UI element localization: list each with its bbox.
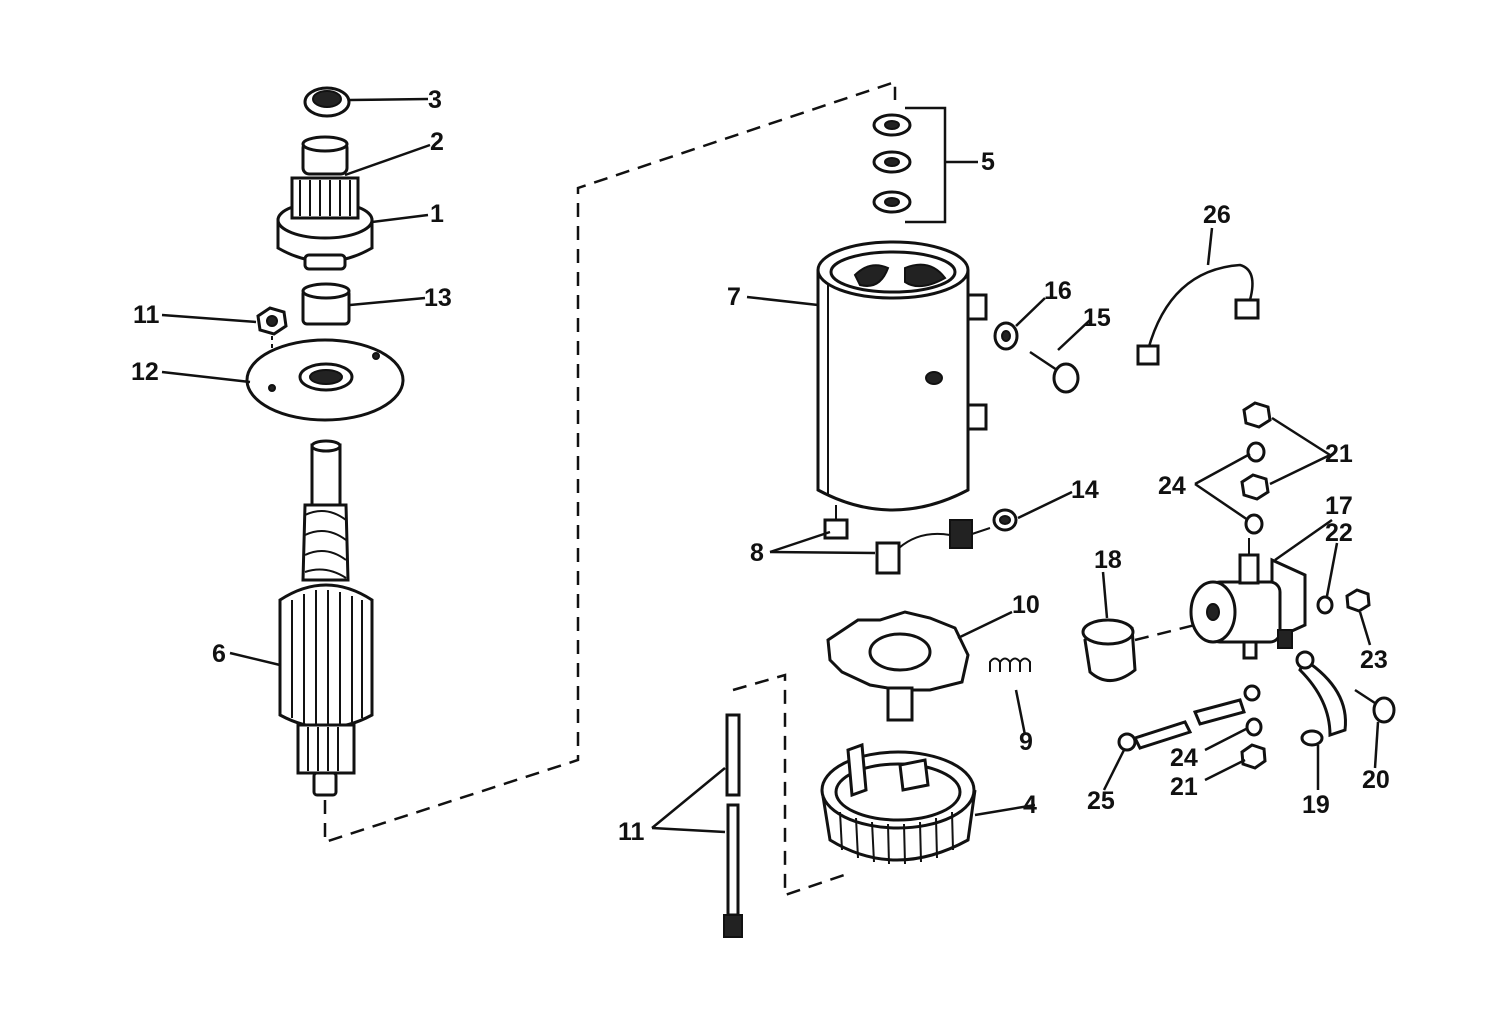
callout-26: 26 bbox=[1203, 201, 1231, 229]
part-11-through-bolts bbox=[723, 713, 743, 938]
part-20-screw bbox=[1354, 688, 1396, 724]
part-4-end-cap bbox=[820, 742, 977, 865]
part-6-armature bbox=[278, 439, 374, 797]
part-8-brushes-leads bbox=[823, 505, 991, 575]
part-16-washer bbox=[993, 321, 1019, 351]
callout-24-bottom: 24 bbox=[1170, 744, 1198, 772]
callout-11-top: 11 bbox=[133, 301, 160, 329]
part-19-bracket-clamp bbox=[1295, 650, 1347, 747]
callout-18: 18 bbox=[1094, 546, 1122, 574]
part-25-terminal-link bbox=[1117, 684, 1261, 752]
callout-7: 7 bbox=[727, 283, 741, 311]
callout-21-bottom: 21 bbox=[1170, 773, 1198, 801]
part-15-bolt bbox=[1029, 350, 1080, 394]
part-21-nut-bottom bbox=[1240, 743, 1267, 770]
assembly-dashed-line-ring bbox=[1134, 623, 1196, 642]
callout-10: 10 bbox=[1012, 591, 1040, 619]
part-11-lock-nut bbox=[256, 306, 288, 395]
part-24-lockwasher-top-a bbox=[1246, 441, 1266, 463]
callout-23: 23 bbox=[1360, 646, 1388, 674]
callout-14: 14 bbox=[1071, 476, 1099, 504]
part-21-nut-top-b bbox=[1240, 473, 1270, 501]
callout-17: 17 bbox=[1325, 492, 1353, 520]
part-12-end-plate bbox=[245, 338, 405, 422]
callout-8: 8 bbox=[750, 539, 764, 567]
callout-12: 12 bbox=[131, 358, 159, 386]
callout-6: 6 bbox=[212, 640, 226, 668]
callout-5: 5 bbox=[981, 148, 995, 176]
part-24-lockwasher-bottom bbox=[1245, 717, 1263, 737]
callout-1: 1 bbox=[430, 200, 444, 228]
callout-22: 22 bbox=[1325, 519, 1353, 547]
callout-4: 4 bbox=[1023, 791, 1037, 819]
part-17-solenoid bbox=[1189, 538, 1307, 660]
part-1-drive-assembly bbox=[276, 176, 374, 271]
part-23-nut bbox=[1345, 588, 1371, 613]
part-9-spring bbox=[989, 657, 1031, 672]
callout-25: 25 bbox=[1087, 787, 1115, 815]
callout-16: 16 bbox=[1044, 277, 1072, 305]
assembly-dashed-line-thru-bolts bbox=[732, 673, 851, 897]
callout-21-top: 21 bbox=[1325, 440, 1353, 468]
part-21-nut-top-a bbox=[1242, 401, 1272, 429]
part-5-bracket bbox=[905, 106, 978, 224]
part-22-lockwasher bbox=[1316, 595, 1334, 615]
part-5-washers bbox=[872, 113, 912, 214]
part-24-lockwasher-top-b bbox=[1244, 513, 1264, 535]
callout-20: 20 bbox=[1362, 766, 1390, 794]
part-26-cable bbox=[1136, 263, 1260, 366]
leader-lines bbox=[161, 97, 1380, 834]
part-13-bushing bbox=[301, 282, 351, 326]
callout-11-bottom: 11 bbox=[618, 818, 645, 846]
callout-2: 2 bbox=[430, 128, 444, 156]
part-14-nut bbox=[992, 508, 1018, 532]
callout-13: 13 bbox=[424, 284, 452, 312]
assembly-dashed-line-main bbox=[323, 80, 897, 844]
part-2-pinion-sleeve bbox=[301, 135, 349, 176]
part-10-brush-plate bbox=[826, 610, 970, 722]
callout-9: 9 bbox=[1019, 728, 1033, 756]
callout-24-top: 24 bbox=[1158, 472, 1186, 500]
part-18-ring bbox=[1081, 618, 1137, 682]
part-3-cap-nut bbox=[303, 86, 351, 118]
callout-19: 19 bbox=[1302, 791, 1330, 819]
callout-3: 3 bbox=[428, 86, 442, 114]
part-7-frame-housing bbox=[816, 240, 988, 512]
callout-15: 15 bbox=[1083, 304, 1111, 332]
